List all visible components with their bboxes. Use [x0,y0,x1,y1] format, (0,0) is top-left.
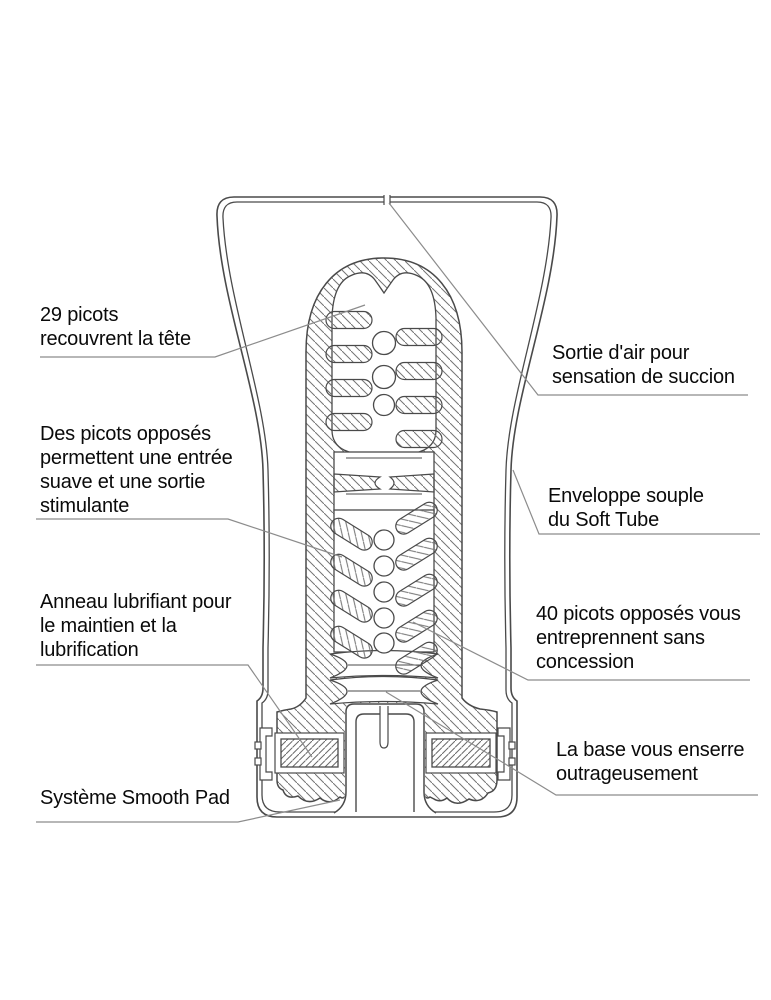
channel-detail-lines [346,457,422,692]
label-lubricant-ring: Anneau lubrifiant pour le maintien et la… [40,591,232,661]
entry-slit [379,706,389,749]
leader-forty-picots [412,621,750,681]
leader-soft-tube [512,469,760,535]
label-air-outlet: Sortie d'air pour sensation de succion [552,342,735,388]
label-forty-picots: 40 picots opposés vous entreprennent san… [536,603,741,673]
leader-lubricant-ring [36,664,313,758]
squeeze-wave-2 [329,675,439,705]
label-smooth-pad: Système Smooth Pad [40,787,230,809]
ring-pinch-teeth [333,473,435,493]
label-opposed-picots: Des picots opposés permettent une entrée… [40,423,233,517]
opposed-picots [330,501,438,675]
base-clips [254,727,516,781]
leader-smooth-pad [36,799,341,823]
label-soft-tube: Enveloppe souple du Soft Tube [548,485,704,531]
leader-base-grip [385,691,758,796]
leader-opposed-picots [36,518,343,558]
leader-air-outlet [388,202,748,396]
suction-holes [371,330,397,654]
label-head-picots: 29 picots recouvrent la tête [40,304,191,350]
lubricant-ring-blocks [274,732,497,774]
smooth-pad-tunnel [333,703,437,814]
head-picots [325,310,443,449]
leader-lines [36,202,760,823]
label-base-grip: La base vous enserre outrageusement [556,739,745,785]
leader-head-picots [40,304,366,358]
